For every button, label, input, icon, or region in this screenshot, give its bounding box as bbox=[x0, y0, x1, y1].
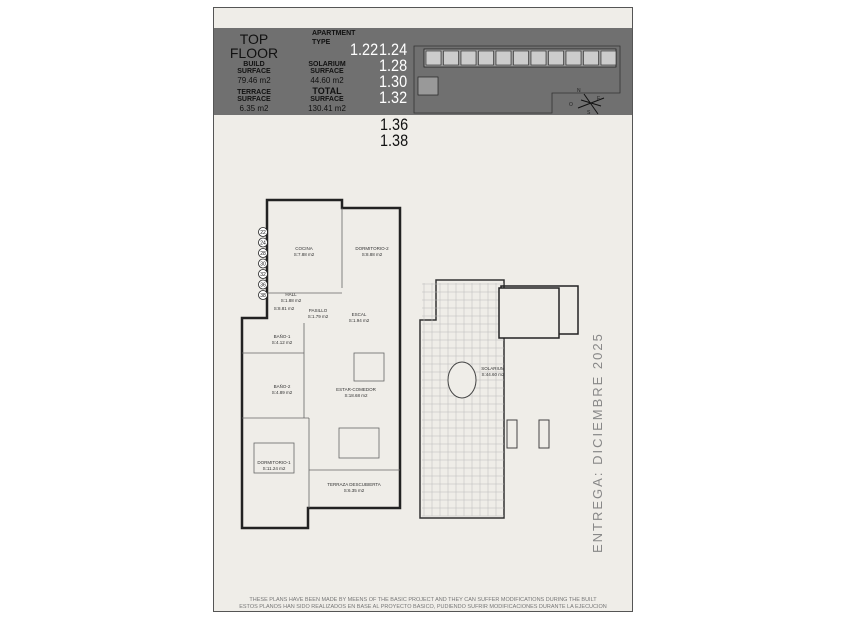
svg-text:N: N bbox=[577, 88, 581, 94]
room-name: SOLARIUM bbox=[481, 366, 505, 371]
room-name: ESTAR-COMEDOR bbox=[336, 387, 376, 392]
site-unit bbox=[460, 50, 477, 66]
room-area: S:18.68 m2 bbox=[344, 393, 368, 398]
site-unit bbox=[600, 50, 617, 66]
site-unit bbox=[583, 50, 599, 66]
unit-marker bbox=[258, 258, 268, 269]
type-label: 1.24 bbox=[379, 40, 408, 59]
room-name: COCINA bbox=[295, 246, 313, 251]
room-area: S:7.88 m2 bbox=[294, 252, 315, 257]
site-unit bbox=[443, 50, 459, 66]
room-name: DORMITORIO-2 bbox=[355, 246, 389, 251]
room-area: S:6.35 m2 bbox=[344, 488, 365, 493]
delivery-date: ENTREGA: DICIEMBRE 2025 bbox=[590, 332, 605, 553]
compass-labels: N E S O bbox=[569, 88, 601, 116]
unit-marker-label: 32 bbox=[260, 272, 266, 278]
svg-text:O: O bbox=[569, 102, 573, 108]
type-label: 1.28 bbox=[379, 56, 408, 75]
unit-marker bbox=[258, 279, 268, 290]
room-area: S:8.88 m2 bbox=[362, 252, 383, 257]
site-unit bbox=[425, 50, 442, 66]
room-name: BAÑO-2 bbox=[274, 383, 291, 389]
room-area: S:8.81 m2 bbox=[274, 306, 295, 311]
site-unit bbox=[565, 50, 582, 66]
disclaimer: THESE PLANS HAVE BEEN MADE BY MEENS OF T… bbox=[239, 597, 607, 610]
unit-marker-label: 30 bbox=[260, 262, 266, 268]
unit-marker bbox=[258, 237, 268, 248]
room-area: S:4.12 m2 bbox=[272, 340, 293, 345]
unit-marker bbox=[258, 290, 268, 300]
room-name: BAÑO-1 bbox=[274, 333, 291, 339]
site-unit bbox=[478, 50, 494, 66]
site-unit bbox=[495, 50, 512, 66]
unit-marker-label: 24 bbox=[260, 241, 266, 247]
room-area: S:11.24 m2 bbox=[263, 466, 286, 471]
site-plan bbox=[413, 45, 621, 115]
room-name: TERRAZA DESCUBIERTA bbox=[327, 482, 381, 487]
room-area: S:1.79 m2 bbox=[308, 314, 329, 319]
room-area: S:4.89 m2 bbox=[272, 390, 293, 395]
type-label: 1.36 bbox=[380, 115, 409, 134]
unit-marker-label: 28 bbox=[260, 251, 266, 257]
compass-rose-icon bbox=[577, 93, 605, 115]
site-unit bbox=[548, 50, 564, 66]
site-unit bbox=[530, 50, 547, 66]
type-label: 1.30 bbox=[379, 72, 408, 91]
room-area: S:1.88 m2 bbox=[281, 298, 302, 303]
room-area: S:44.60 m2 bbox=[481, 372, 505, 377]
unit-marker-label: 36 bbox=[260, 283, 266, 289]
unit-marker bbox=[258, 248, 268, 258]
room-name: HALL bbox=[285, 292, 297, 297]
unit-marker bbox=[258, 227, 268, 237]
svg-text:S: S bbox=[587, 110, 591, 116]
room-name: DORMITORIO-1 bbox=[257, 460, 291, 465]
room-name: ESCAL bbox=[352, 312, 367, 317]
room-area: S:1.94 m2 bbox=[349, 318, 370, 323]
unit-marker-label: 22 bbox=[260, 230, 266, 236]
unit-marker bbox=[258, 269, 268, 279]
site-unit bbox=[513, 50, 529, 66]
room-name: PASILLO bbox=[309, 308, 328, 313]
type-label: 1.38 bbox=[380, 131, 409, 150]
svg-text:E: E bbox=[597, 96, 601, 102]
unit-marker-label: 38 bbox=[260, 293, 266, 299]
type-label: 1.22 bbox=[350, 40, 379, 59]
type-label: 1.32 bbox=[379, 88, 408, 107]
